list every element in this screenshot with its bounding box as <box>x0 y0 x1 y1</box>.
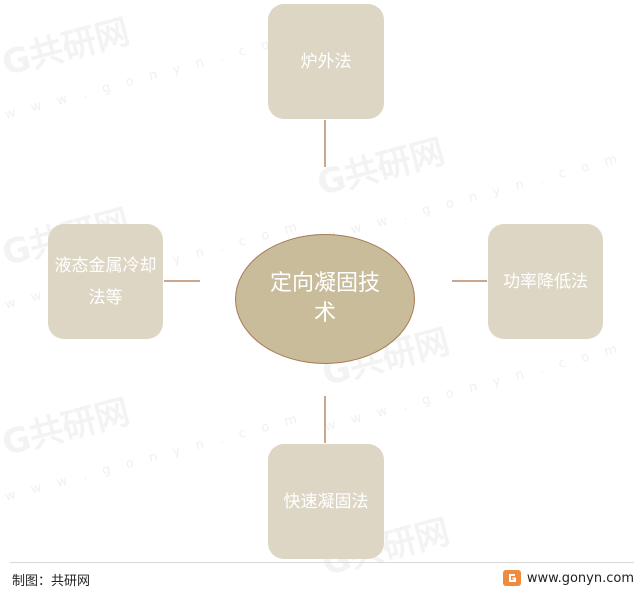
node-top-label: 炉外法 <box>300 51 352 72</box>
gonyn-logo-icon <box>502 570 521 586</box>
site-url[interactable]: www.gonyn.com <box>526 570 634 586</box>
footer-divider <box>10 562 634 563</box>
node-bottom: 快速凝固法 <box>268 444 384 559</box>
node-right: 功率降低法 <box>488 224 603 339</box>
node-left: 液态金属冷却法等 <box>48 224 163 339</box>
center-node-label: 定向凝固技术 <box>270 271 381 326</box>
site-link[interactable]: www.gonyn.com <box>502 570 634 586</box>
node-right-label: 功率降低法 <box>503 271 588 292</box>
node-left-label: 液态金属冷却法等 <box>54 255 157 308</box>
node-top: 炉外法 <box>268 4 384 119</box>
chart-source: 制图：共研网 <box>12 574 91 589</box>
center-node: 定向凝固技术 <box>235 234 415 364</box>
node-bottom-label: 快速凝固法 <box>283 491 369 512</box>
